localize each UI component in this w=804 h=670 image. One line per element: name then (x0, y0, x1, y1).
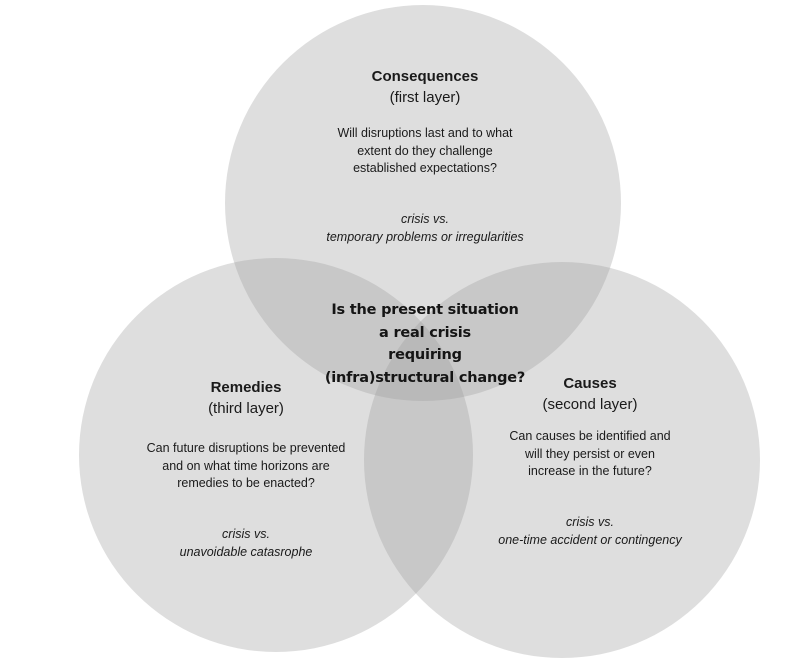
question-line: will they persist or even (525, 446, 655, 461)
question-line: and on what time horizons are (162, 458, 330, 473)
consequences-contrast: crisis vs. temporary problems or irregul… (326, 210, 523, 246)
circle-causes (364, 262, 760, 658)
question-line: remedies to be enacted? (177, 476, 315, 490)
center-question-line: (infra)structural change? (324, 370, 526, 387)
contrast-line: one-time accident or contingency (498, 532, 682, 547)
question-line: extent do they challenge (357, 143, 493, 158)
center-question-line: a real crisis (379, 324, 471, 341)
consequences-question: Will disruptions last and to what extent… (326, 125, 523, 178)
consequences-layer: (first layer) (389, 89, 461, 106)
center-question-line: requiring (388, 347, 462, 364)
circle-remedies (79, 258, 473, 652)
center-question-line: Is the present situation (331, 302, 519, 318)
question-line: Will disruptions last and to what (337, 126, 513, 140)
center-question: Is the present situation a real crisis r… (325, 299, 525, 390)
causes-layer: (second layer) (542, 396, 638, 413)
contrast-line: unavoidable catasrophe (179, 544, 313, 559)
causes-block: Causes (second layer) Can causes be iden… (498, 373, 681, 549)
consequences-title: Consequences (371, 68, 479, 85)
contrast-line: crisis vs. (401, 211, 449, 226)
causes-title: Causes (563, 375, 617, 392)
remedies-title: Remedies (210, 379, 282, 396)
remedies-block: Remedies (third layer) Can future disrup… (147, 377, 346, 561)
question-line: increase in the future? (528, 464, 652, 478)
contrast-line: crisis vs. (566, 514, 614, 529)
causes-question: Can causes be identified and will they p… (498, 428, 681, 481)
contrast-line: temporary problems or irregularities (326, 229, 524, 244)
circle-consequences (225, 5, 621, 401)
remedies-question: Can future disruptions be prevented and … (147, 440, 346, 493)
question-line: Can future disruptions be prevented (146, 441, 346, 455)
remedies-contrast: crisis vs. unavoidable catasrophe (147, 525, 346, 561)
consequences-block: Consequences (first layer) Will disrupti… (326, 66, 523, 246)
contrast-line: crisis vs. (222, 526, 270, 541)
question-line: Can causes be identified and (509, 429, 671, 443)
question-line: established expectations? (353, 161, 497, 175)
remedies-layer: (third layer) (208, 400, 284, 417)
causes-contrast: crisis vs. one-time accident or continge… (498, 513, 681, 549)
